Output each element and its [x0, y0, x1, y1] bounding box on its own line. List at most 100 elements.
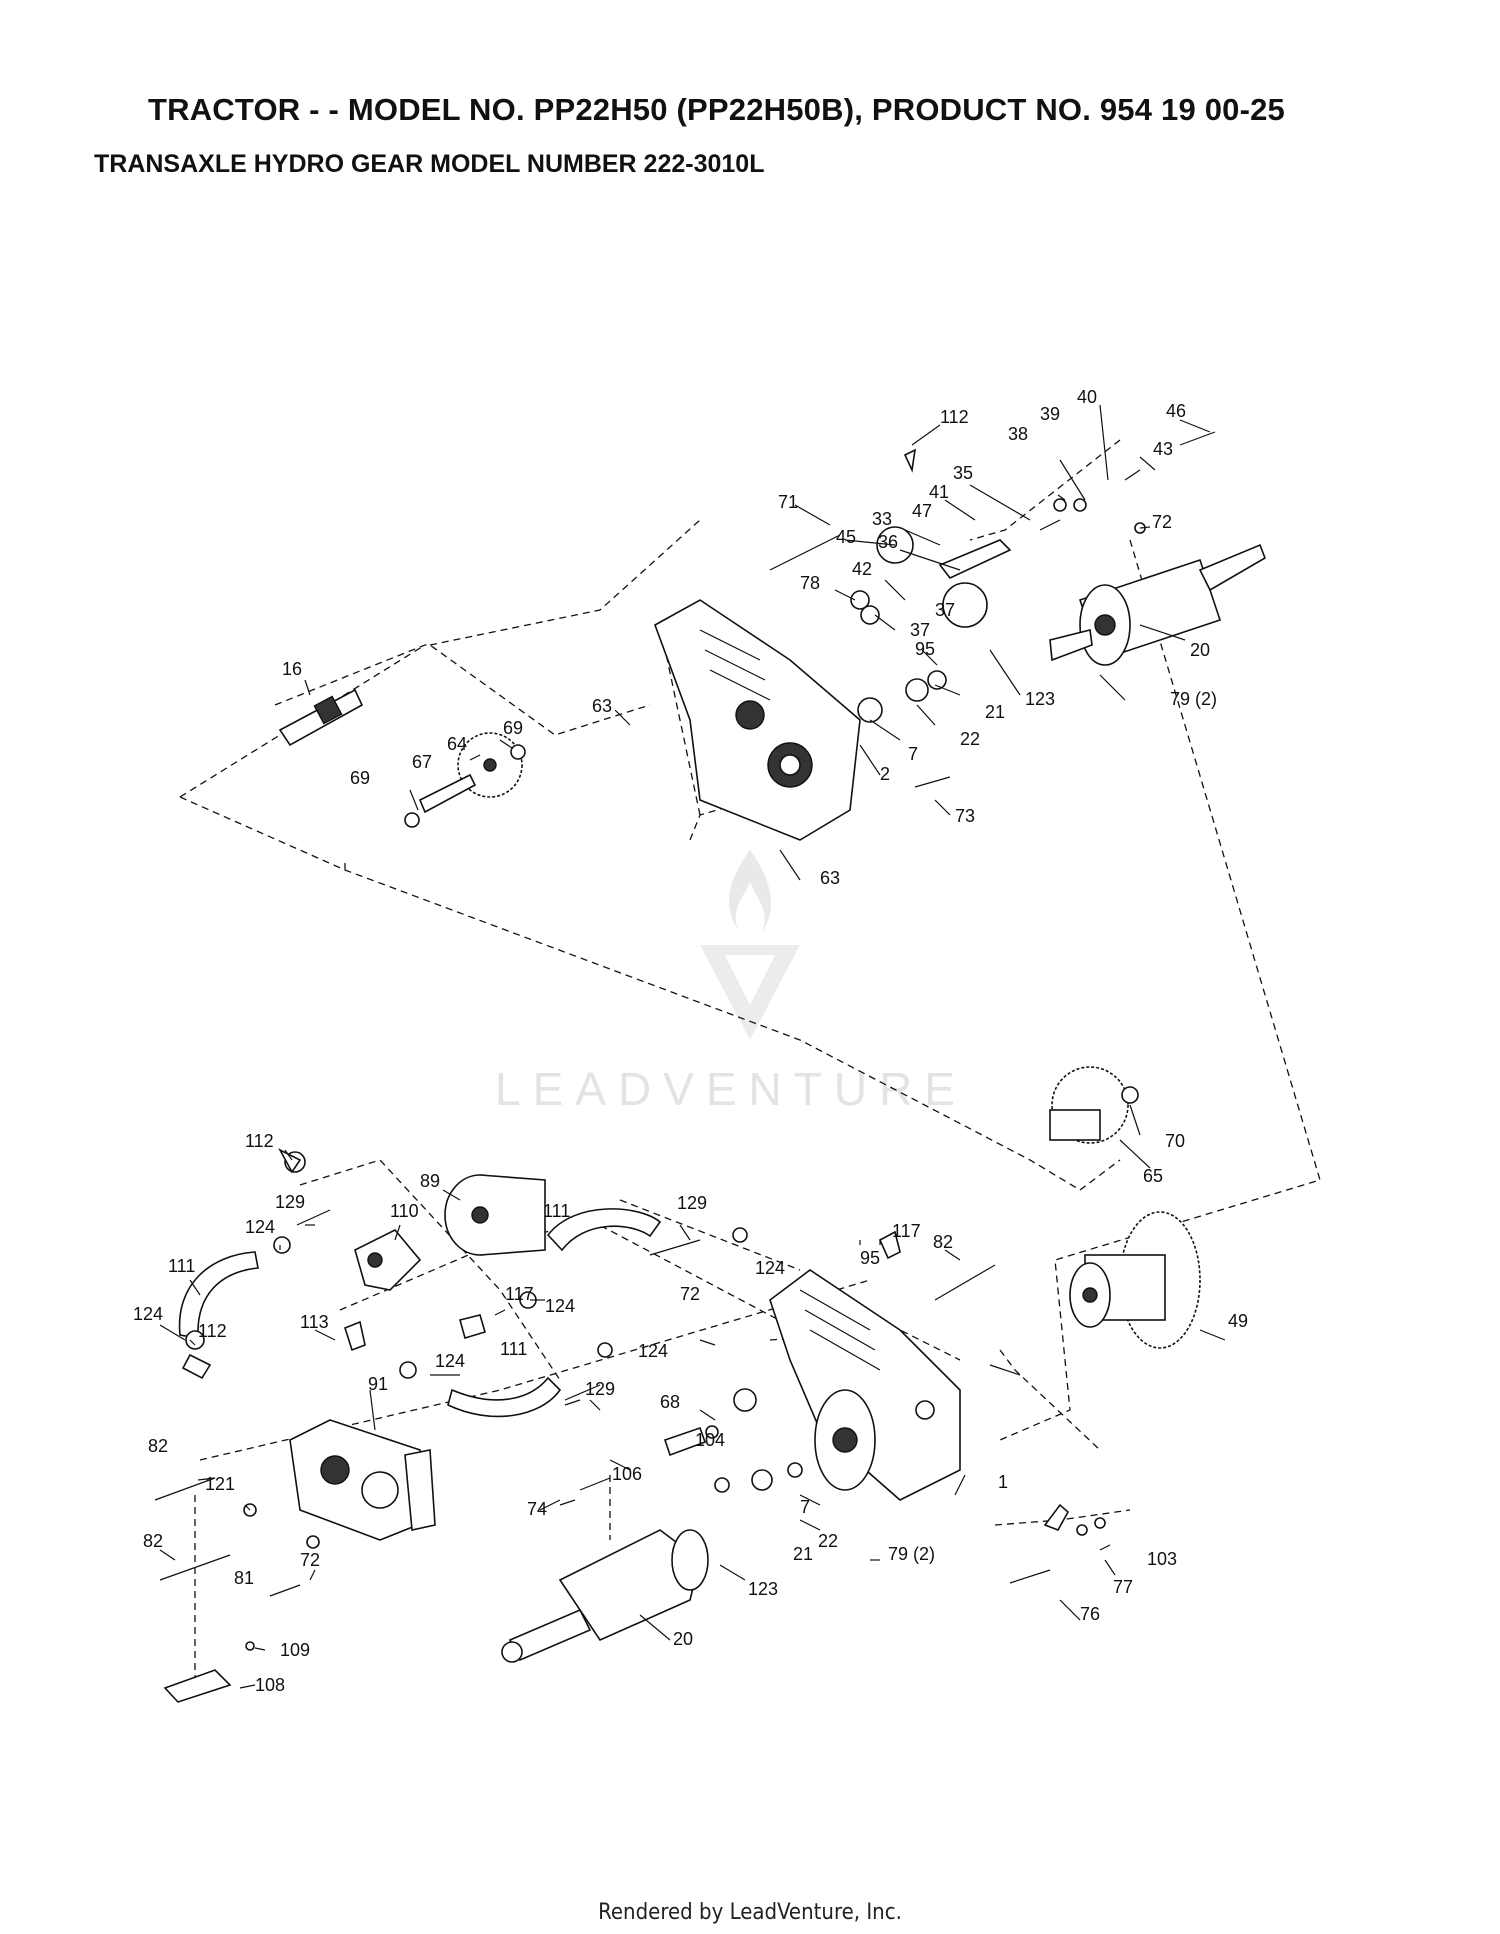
callout-69: 69	[503, 718, 523, 738]
callout-124: 124	[638, 1341, 668, 1361]
watermark-flame-icon	[728, 850, 772, 932]
callout-77: 77	[1113, 1577, 1133, 1597]
callout-64: 64	[447, 734, 467, 754]
gear-part	[404, 732, 526, 828]
callout-46: 46	[1166, 401, 1186, 421]
callout-79-2: 79 (2)	[1170, 689, 1217, 709]
callout-72: 72	[680, 1284, 700, 1304]
watermark-text: LEADVENTURE	[495, 1063, 967, 1115]
callout-49: 49	[1228, 1311, 1248, 1331]
callout-76: 76	[1080, 1604, 1100, 1624]
callout-89: 89	[420, 1171, 440, 1191]
callout-112: 112	[198, 1321, 227, 1341]
callout-82: 82	[148, 1436, 168, 1456]
callout-82: 82	[933, 1232, 953, 1252]
page-title: TRACTOR - - MODEL NO. PP22H50 (PP22H50B)…	[148, 92, 1285, 127]
callout-129: 129	[585, 1379, 615, 1399]
callout-123: 123	[748, 1579, 778, 1599]
callout-124: 124	[245, 1217, 275, 1237]
oil-filter-part	[444, 1174, 546, 1256]
callout-40: 40	[1077, 387, 1097, 407]
callout-63: 63	[592, 696, 612, 716]
callout-73: 73	[955, 806, 975, 826]
reduction-gear-part	[1049, 1066, 1139, 1144]
callout-112: 112	[245, 1131, 274, 1151]
callout-67: 67	[412, 752, 432, 772]
upper-hardware	[769, 431, 1216, 788]
callout-2: 2	[880, 764, 890, 784]
hoses	[178, 1208, 662, 1418]
callout-21: 21	[985, 702, 1005, 722]
callout-129: 129	[677, 1193, 707, 1213]
callout-103: 103	[1147, 1549, 1177, 1569]
callout-41: 41	[929, 482, 949, 502]
leader-lines	[159, 404, 1226, 1689]
callout-35: 35	[953, 463, 973, 483]
callout-72: 72	[300, 1550, 320, 1570]
callout-106: 106	[612, 1464, 642, 1484]
callout-22: 22	[960, 729, 980, 749]
pump-part	[289, 1419, 436, 1541]
callout-124: 124	[545, 1296, 575, 1316]
callout-108: 108	[255, 1675, 285, 1695]
callout-37: 37	[910, 620, 930, 640]
callout-45: 45	[836, 527, 856, 547]
callout-79-2: 79 (2)	[888, 1544, 935, 1564]
callout-69: 69	[350, 768, 370, 788]
lower-hardware	[154, 1148, 1106, 1703]
callout-113: 113	[300, 1312, 329, 1332]
filter-adapter-part	[354, 1229, 422, 1291]
callout-33: 33	[872, 509, 892, 529]
callout-129: 129	[275, 1192, 305, 1212]
callout-68: 68	[660, 1392, 680, 1412]
callout-95: 95	[860, 1248, 880, 1268]
lower-axle-part	[501, 1529, 709, 1663]
callout-20: 20	[673, 1629, 693, 1649]
callout-112: 112	[940, 407, 969, 427]
callout-43: 43	[1153, 439, 1173, 459]
callout-109: 109	[280, 1640, 310, 1660]
callout-1: 1	[998, 1472, 1008, 1492]
callout-20: 20	[1190, 640, 1210, 660]
callout-123: 123	[1025, 689, 1055, 709]
callout-7: 7	[800, 1497, 810, 1517]
callout-117: 117	[892, 1221, 921, 1241]
callout-42: 42	[852, 559, 872, 579]
callout-95: 95	[915, 639, 935, 659]
callout-47: 47	[912, 501, 932, 521]
watermark-v-icon	[700, 945, 800, 1040]
callout-78: 78	[800, 573, 820, 593]
callout-104: 104	[695, 1430, 725, 1450]
footer-credit: Rendered by LeadVenture, Inc.	[598, 1900, 902, 1925]
callout-39: 39	[1040, 404, 1060, 424]
callout-72: 72	[1152, 512, 1172, 532]
callout-110: 110	[390, 1201, 419, 1221]
callout-63: 63	[820, 868, 840, 888]
callout-16: 16	[282, 659, 302, 679]
watermark: LEADVENTURE	[495, 850, 967, 1115]
upper-axle-part	[1049, 543, 1266, 666]
callout-21: 21	[793, 1544, 813, 1564]
callout-121: 121	[205, 1474, 235, 1494]
callout-71: 71	[778, 492, 798, 512]
callout-37: 37	[935, 600, 955, 620]
callout-111: 111	[500, 1339, 527, 1359]
callout-36: 36	[878, 532, 898, 552]
callout-74: 74	[527, 1499, 547, 1519]
callout-7: 7	[908, 744, 918, 764]
input-shaft-part	[278, 688, 364, 747]
parts	[154, 431, 1266, 1703]
page-subtitle: TRANSAXLE HYDRO GEAR MODEL NUMBER 222-30…	[94, 150, 765, 178]
callout-81: 81	[234, 1568, 254, 1588]
differential-part	[1069, 1211, 1201, 1349]
lower-housing-part	[769, 1269, 961, 1501]
callout-91: 91	[368, 1374, 388, 1394]
callout-22: 22	[818, 1531, 838, 1551]
callout-124: 124	[133, 1304, 163, 1324]
callout-70: 70	[1165, 1131, 1185, 1151]
callout-117: 117	[505, 1284, 534, 1304]
callout-124: 124	[755, 1258, 785, 1278]
callout-labels: 112 40 46 39 38 43 35 41 71 47 72 33 45 …	[133, 387, 1248, 1695]
callout-111: 111	[168, 1256, 195, 1276]
